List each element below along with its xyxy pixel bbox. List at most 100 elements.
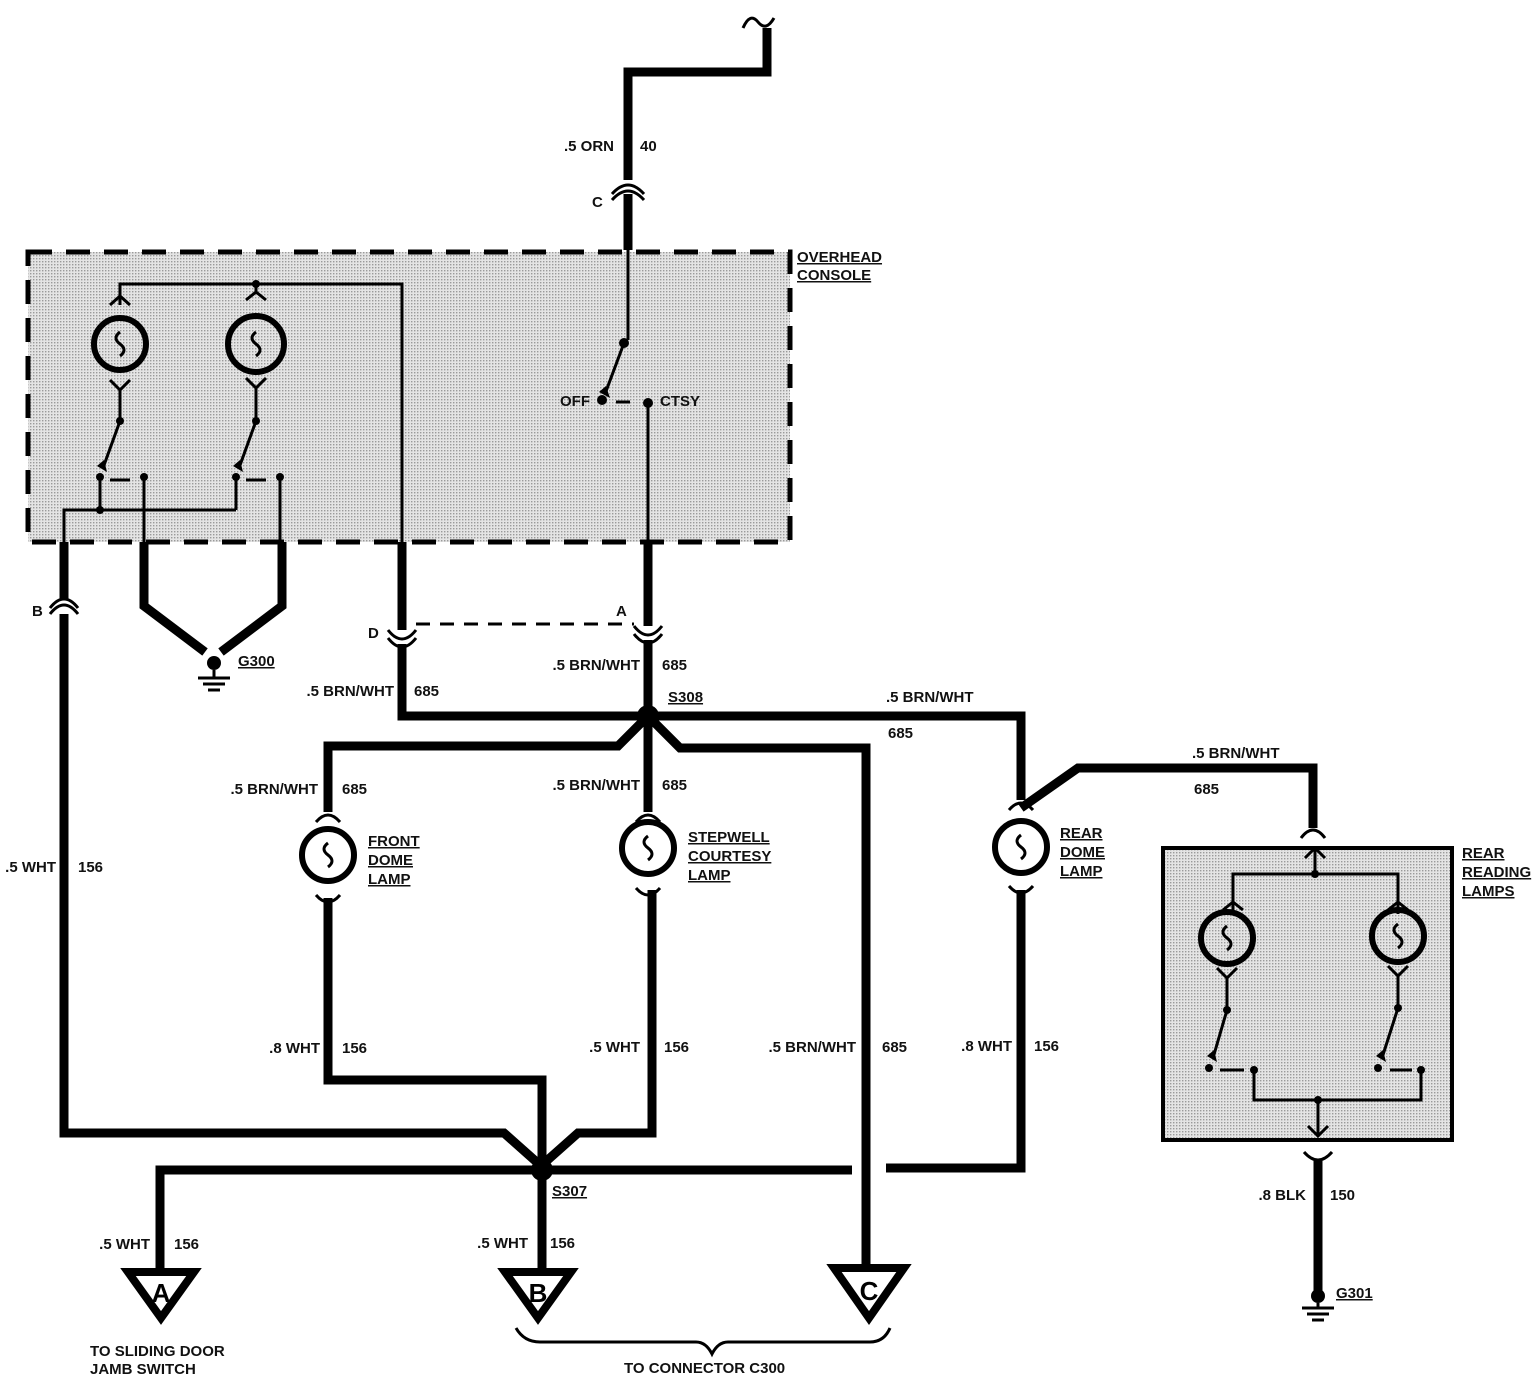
rear-dome-lamp-label-2: DOME	[1060, 844, 1105, 861]
console-bus-junction	[252, 280, 260, 288]
wire-to-terminal-a	[155, 1165, 542, 1270]
ground-g300-wires	[139, 542, 287, 656]
rear-reading-bus-junction	[1311, 870, 1319, 878]
rear-reading-lamps-label-2: READING	[1462, 864, 1531, 881]
connector-c300-brace	[514, 1327, 892, 1358]
connector-d-label: D	[368, 625, 379, 642]
stepwell-courtesy-lamp-label-3: LAMP	[688, 867, 731, 884]
rear-dome-lamp-icon	[992, 801, 1050, 895]
ground-g301-icon	[1302, 1303, 1334, 1322]
connector-c300-note: TO CONNECTOR C300	[624, 1360, 785, 1376]
wire-d-console	[397, 542, 648, 721]
wire-brn-top-right-circuit: 685	[662, 657, 687, 674]
splice-s307-dot	[531, 1159, 553, 1181]
overhead-console-label-2: CONSOLE	[797, 267, 871, 284]
wire-brn-to-c-gauge: .5 BRN/WHT	[769, 1039, 857, 1056]
wire-brn-rear-reading-gauge: .5 BRN/WHT	[1192, 745, 1280, 762]
wire-wht-stepwell-circuit: 156	[664, 1039, 689, 1056]
switch-off-label: OFF	[560, 393, 590, 410]
terminal-a-icon	[120, 1268, 202, 1325]
stepwell-courtesy-lamp-label-1: STEPWELL	[688, 829, 770, 846]
feed-wire-40	[623, 28, 772, 250]
ground-g300-icon	[198, 670, 230, 692]
front-dome-lamp-icon	[299, 813, 357, 904]
wire-brn-top-right-gauge: .5 BRN/WHT	[553, 657, 641, 674]
wire-brn-stepwell-gauge: .5 BRN/WHT	[553, 777, 641, 794]
terminal-a-label: A	[152, 1278, 171, 1308]
rear-reading-lamp-right-icon	[1369, 900, 1427, 1008]
wire-wht-to-a-gauge: .5 WHT	[99, 1236, 150, 1253]
wire-brn-stepwell-circuit: 685	[662, 777, 687, 794]
overhead-console-box	[25, 249, 793, 545]
switch-blade	[603, 342, 626, 395]
wire-brn-front-dome-gauge: .5 BRN/WHT	[231, 781, 319, 798]
rear-reading-switch-left	[1205, 1006, 1258, 1074]
wire-wht-to-b-gauge: .5 WHT	[477, 1235, 528, 1252]
terminal-c-icon	[826, 1264, 912, 1325]
wire-wht-front-dome-gauge: .8 WHT	[269, 1040, 320, 1057]
wire-wht-left-b-circuit: 156	[78, 859, 103, 876]
splice-s308-label: S308	[668, 689, 703, 706]
connector-a-label: A	[616, 603, 627, 620]
wire-wht-front-dome-circuit: 156	[342, 1040, 367, 1057]
console-switch-common	[62, 508, 236, 542]
wire-rear-dome-return	[542, 890, 1026, 1175]
sliding-door-note-1: TO SLIDING DOOR	[90, 1343, 225, 1360]
rear-reading-lamps-label-1: REAR	[1462, 845, 1505, 862]
connector-c-top-symbol	[610, 183, 646, 202]
wire-wht-left-b-gauge: .5 WHT	[5, 859, 56, 876]
rear-reading-lamps-box	[1161, 846, 1454, 1142]
console-lamp-right-icon	[225, 290, 287, 420]
wire-blk-150-circuit: 150	[1330, 1187, 1355, 1204]
rear-reading-common-junction	[1314, 1096, 1322, 1104]
ground-g301-label: G301	[1336, 1285, 1373, 1302]
terminal-b-icon	[497, 1268, 579, 1325]
wire-wht-rear-dome-circuit: 156	[1034, 1038, 1059, 1055]
wire-to-c	[644, 712, 871, 1264]
wire-stepwell-return	[539, 890, 657, 1169]
stepwell-courtesy-lamp-label-2: COURTESY	[688, 848, 771, 865]
wire-front-dome-return	[323, 898, 547, 1165]
wire-brn-rear-reading-circuit: 685	[1194, 781, 1219, 798]
rear-reading-lamp-left-icon	[1198, 900, 1256, 1010]
wire-brn-right-gauge: .5 BRN/WHT	[886, 689, 974, 706]
wire-brn-left-d-gauge: .5 BRN/WHT	[307, 683, 395, 700]
sliding-door-note-2: JAMB SWITCH	[90, 1361, 196, 1376]
wire-brn-right-circuit: 685	[888, 725, 913, 742]
console-switch-right	[232, 417, 284, 542]
wire-40-circuit: 40	[640, 138, 657, 155]
ground-g300-label: G300	[238, 653, 275, 670]
overhead-console-label-1: OVERHEAD	[797, 249, 882, 266]
console-lamp-left-icon	[91, 293, 149, 420]
wire-brn-front-dome-circuit: 685	[342, 781, 367, 798]
feed-wire-break	[741, 16, 776, 29]
wire-wht-rear-dome-gauge: .8 WHT	[961, 1038, 1012, 1055]
rear-reading-lamps-label-3: LAMPS	[1462, 883, 1515, 900]
wire-b-left	[59, 542, 543, 1169]
splice-s308-dot	[637, 705, 659, 727]
switch-arrow	[599, 386, 610, 398]
connector-b-left-label: B	[32, 603, 43, 620]
switch-off-contact	[597, 395, 607, 405]
ground-g301-point	[1311, 1289, 1325, 1303]
wire-wht-to-b-circuit: 156	[550, 1235, 575, 1252]
console-common-junction	[96, 506, 104, 514]
front-dome-lamp-label-1: FRONT	[368, 833, 420, 850]
wire-wht-to-a-circuit: 156	[174, 1236, 199, 1253]
wire-to-front-dome	[323, 712, 652, 812]
rear-dome-lamp-label-3: LAMP	[1060, 863, 1103, 880]
stepwell-courtesy-lamp-icon	[619, 813, 677, 897]
front-dome-lamp-label-2: DOME	[368, 852, 413, 869]
terminal-c-label: C	[860, 1276, 879, 1306]
connector-a-symbol	[632, 625, 664, 645]
connector-d-symbol	[386, 629, 418, 649]
rear-dome-lamp-label-1: REAR	[1060, 825, 1103, 842]
wire-brn-left-d-circuit: 685	[414, 683, 439, 700]
wire-wht-stepwell-gauge: .5 WHT	[589, 1039, 640, 1056]
terminal-b-label: B	[529, 1278, 548, 1308]
wire-40-gauge: .5 ORN	[564, 138, 614, 155]
connector-b-left-symbol	[48, 597, 80, 615]
rear-reading-common	[1252, 1070, 1423, 1134]
wire-to-rear-dome	[648, 711, 1026, 800]
